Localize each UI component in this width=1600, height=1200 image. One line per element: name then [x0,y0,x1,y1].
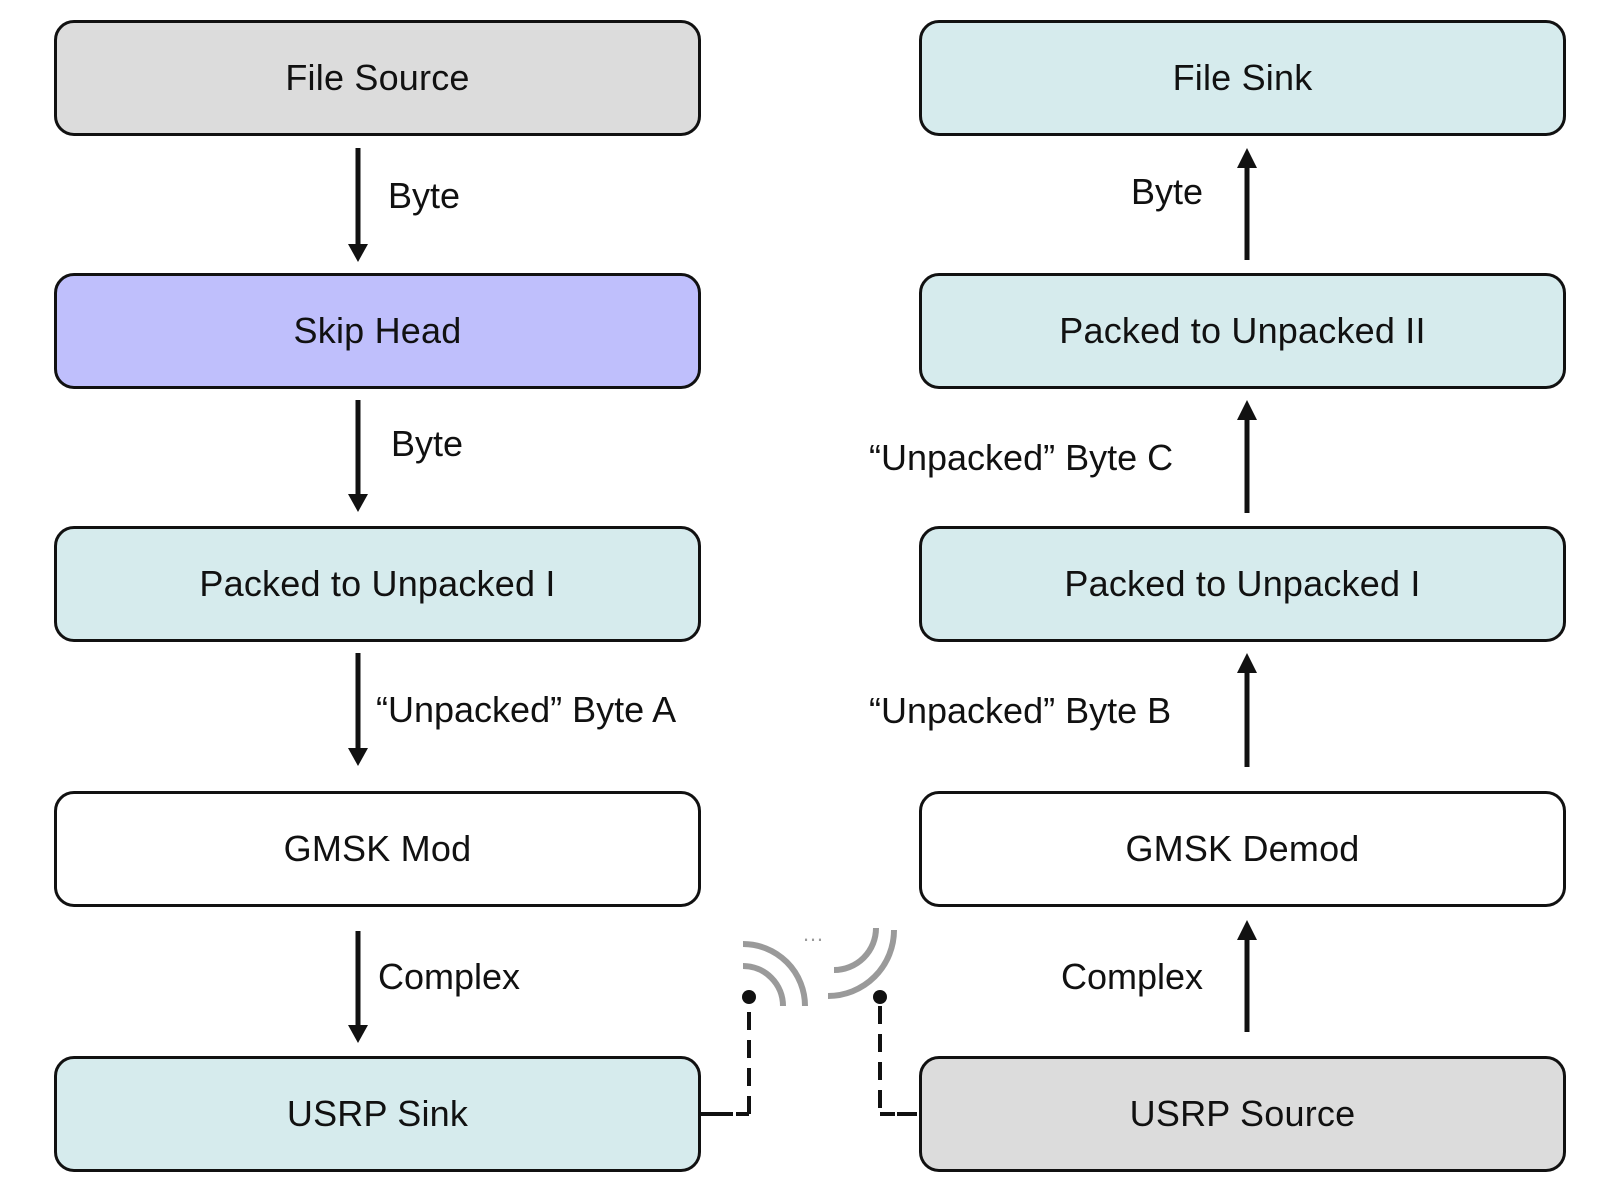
arrow-up [1237,400,1257,513]
node-packed-to-unpacked-i-rx: Packed to Unpacked I [919,526,1566,642]
radio-waves-icon [742,941,808,1007]
edge-label-unpacked-byte-b: “Unpacked” Byte B [869,690,1172,731]
node-packed-to-unpacked-i-tx: Packed to Unpacked I [54,526,701,642]
node-skip-head: Skip Head [54,273,701,389]
arrow-up [1237,148,1257,260]
node-label: File Sink [1172,57,1313,98]
arrow-up [1237,920,1257,1032]
node-label: GMSK Demod [1125,828,1360,869]
edge-label-complex-rx: Complex [1061,956,1204,997]
node-gmsk-mod: GMSK Mod [54,791,701,907]
arrow-down [348,400,368,512]
node-label: Skip Head [293,310,462,351]
edge-label-unpacked-byte-a: “Unpacked” Byte A [376,689,677,730]
node-gmsk-demod: GMSK Demod [919,791,1566,907]
node-usrp-sink: USRP Sink [54,1056,701,1172]
edge-label-unpacked-byte-c: “Unpacked” Byte C [869,437,1174,478]
node-label: File Source [285,57,470,98]
wireless-gap-ellipsis: … [802,921,824,946]
radio-waves-icon [827,927,897,999]
antenna-icon [701,990,756,1116]
arrow-up [1237,653,1257,767]
node-label: USRP Source [1129,1093,1356,1134]
node-file-sink: File Sink [919,20,1566,136]
node-label: USRP Sink [286,1093,469,1134]
edge-label-byte-1: Byte [388,175,461,216]
arrow-down [348,653,368,766]
node-usrp-source: USRP Source [919,1056,1566,1172]
arrow-down [348,148,368,262]
node-packed-to-unpacked-ii: Packed to Unpacked II [919,273,1566,389]
node-label: Packed to Unpacked I [1064,563,1421,604]
node-file-source: File Source [54,20,701,136]
edge-label-byte-rx: Byte [1131,171,1204,212]
node-label: GMSK Mod [283,828,472,869]
arrow-down [348,931,368,1043]
edge-label-complex-tx: Complex [378,956,521,997]
antenna-icon [873,990,917,1116]
edge-label-byte-2: Byte [391,423,464,464]
node-label: Packed to Unpacked II [1059,310,1426,351]
node-label: Packed to Unpacked I [199,563,556,604]
